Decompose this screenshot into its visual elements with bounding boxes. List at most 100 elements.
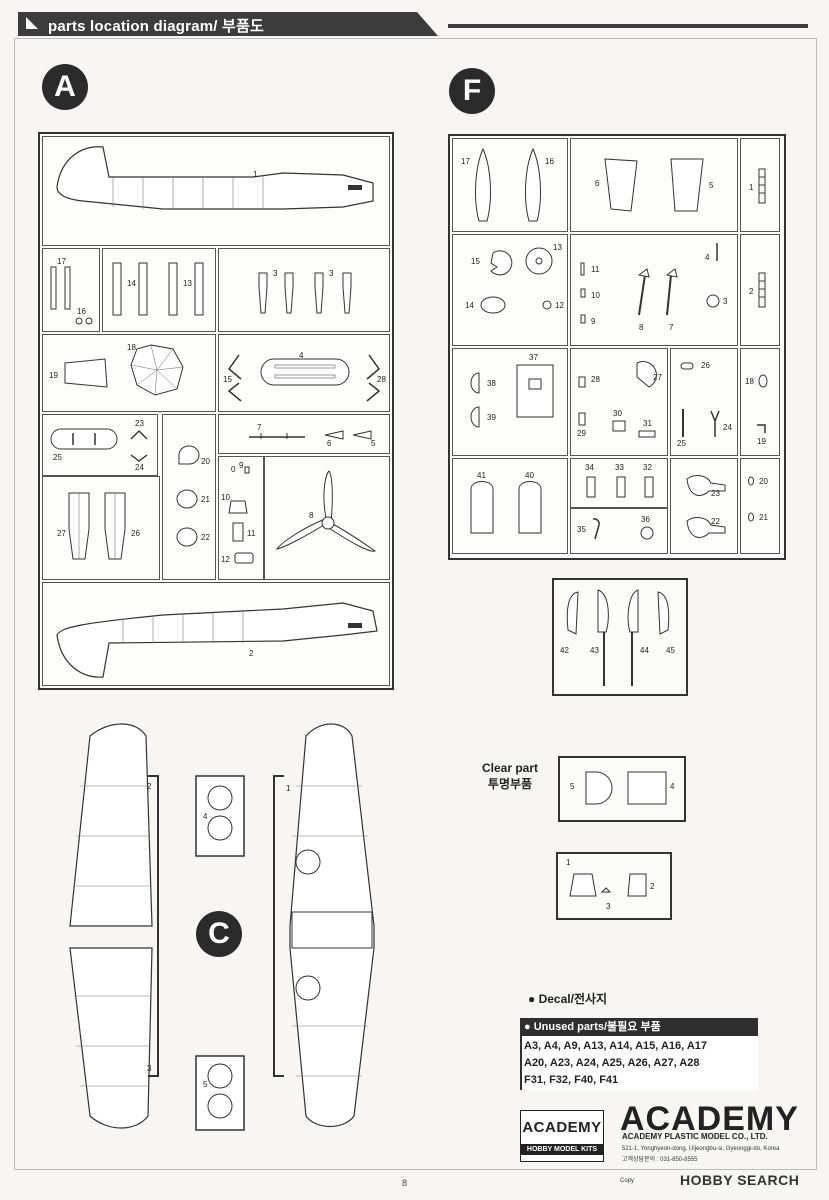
parts-40-41-drawing bbox=[470, 481, 542, 534]
part-label: 5 bbox=[570, 782, 575, 791]
part-label: 20 bbox=[759, 477, 768, 486]
part-label: 12 bbox=[221, 555, 230, 564]
part-label: 40 bbox=[525, 471, 534, 480]
parts-32-34-drawing bbox=[586, 476, 654, 498]
part-label: 8 bbox=[639, 323, 644, 332]
clear-parts-4-5-drawing bbox=[585, 771, 667, 805]
sprue-f-cell-22-23: 23 22 bbox=[670, 458, 738, 554]
part-label: 26 bbox=[131, 529, 140, 538]
fuselage-right-drawing bbox=[56, 146, 374, 210]
part-label: 24 bbox=[135, 463, 144, 472]
part-label: 1 bbox=[566, 858, 571, 867]
parts-22-23-drawing bbox=[686, 475, 726, 538]
part-label: 2 bbox=[147, 782, 152, 791]
part-label: 9 bbox=[591, 317, 596, 326]
part-label: 21 bbox=[201, 495, 210, 504]
part-label: 4 bbox=[299, 351, 304, 360]
part-label: 21 bbox=[759, 513, 768, 522]
parts-4-15-28-drawing bbox=[227, 354, 381, 402]
decal-label: ● Decal/전사지 bbox=[528, 992, 608, 1006]
sprue-a-cell-13-14: 14 13 bbox=[102, 248, 216, 332]
sprue-f-cell-18-19: 18 19 bbox=[740, 348, 780, 456]
part-label: 44 bbox=[640, 646, 649, 655]
part-label: 7 bbox=[669, 323, 674, 332]
part-label: 18 bbox=[127, 343, 136, 352]
part-label: 22 bbox=[711, 517, 720, 526]
sprue-f-cell-32-34: 34 33 32 bbox=[570, 458, 668, 508]
unused-line-3: F31, F32, F40, F41 bbox=[524, 1074, 619, 1086]
part-label: 35 bbox=[577, 525, 586, 534]
sprue-f-small: 42 43 44 45 bbox=[552, 578, 688, 696]
parts-3-11-drawing bbox=[580, 243, 720, 324]
clear-part-label-en: Clear part bbox=[481, 761, 539, 775]
part-label: 3 bbox=[723, 297, 728, 306]
part-label: 19 bbox=[49, 371, 58, 380]
sprue-a-cell-propeller: 8 bbox=[264, 456, 390, 580]
parts-18-19-drawing bbox=[757, 374, 768, 433]
part-label: 34 bbox=[585, 463, 594, 472]
part-label: 6 bbox=[595, 179, 600, 188]
part-label: 5 bbox=[203, 1080, 208, 1089]
part-label: 30 bbox=[613, 409, 622, 418]
parts-5-6-drawing bbox=[604, 158, 704, 212]
parts-42-45-drawing bbox=[566, 589, 670, 686]
sprue-a-cell-fuselage-1: 1 bbox=[42, 136, 390, 246]
parts-26-27-drawing bbox=[68, 492, 126, 560]
clear-sprue-b: 1 2 3 bbox=[556, 852, 672, 920]
parts-9-12-drawing bbox=[228, 466, 254, 564]
part-label: 1 bbox=[286, 784, 291, 793]
part-label: 28 bbox=[377, 375, 386, 384]
part-label: 7 bbox=[257, 423, 262, 432]
sprue-f-cell-24-26: 26 25 24 bbox=[670, 348, 738, 456]
part-label: 25 bbox=[677, 439, 686, 448]
fuselage-left-drawing bbox=[56, 602, 378, 678]
parts-18-19-drawing bbox=[64, 344, 184, 396]
sprue-f-cell-27-31: 28 27 29 30 31 bbox=[570, 348, 668, 456]
sprue-c-badge: C bbox=[196, 911, 242, 957]
part-label: 15 bbox=[471, 257, 480, 266]
part-label: 20 bbox=[201, 457, 210, 466]
parts-20-21-drawing bbox=[748, 476, 754, 522]
sprue-a-cell-fuselage-2: 2 bbox=[42, 582, 390, 686]
part-label: 8 bbox=[309, 511, 314, 520]
part-label: 6 bbox=[327, 439, 332, 448]
part-label: 27 bbox=[653, 373, 662, 382]
part-2-drawing bbox=[758, 272, 766, 308]
part-label: 22 bbox=[201, 533, 210, 542]
part-label: 42 bbox=[560, 646, 569, 655]
part-label: 5 bbox=[371, 439, 376, 448]
page-frame bbox=[14, 38, 817, 1170]
part-label: 10 bbox=[221, 493, 230, 502]
company-name: ACADEMY PLASTIC MODEL CO., LTD. bbox=[622, 1132, 768, 1141]
part-label: 0 bbox=[231, 465, 236, 474]
part-label: 2 bbox=[249, 649, 254, 658]
part-label: 4 bbox=[203, 812, 208, 821]
part-label: 23 bbox=[135, 419, 144, 428]
part-label: 36 bbox=[641, 515, 650, 524]
part-label: 45 bbox=[666, 646, 675, 655]
sprue-a-cell-3: 3 3 bbox=[218, 248, 390, 332]
part-label: 13 bbox=[553, 243, 562, 252]
clear-part-label: Clear part 투명부품 bbox=[470, 760, 550, 792]
part-label: 16 bbox=[77, 307, 86, 316]
part-label: 4 bbox=[670, 782, 675, 791]
sprue-f-cell-1: 1 bbox=[740, 138, 780, 232]
part-label: 2 bbox=[650, 882, 655, 891]
sprue-a-cell-16-17: 17 16 bbox=[42, 248, 100, 332]
part-label: 2 bbox=[749, 287, 754, 296]
clear-part-label-kr: 투명부품 bbox=[487, 777, 533, 791]
part-label: 23 bbox=[711, 489, 720, 498]
part-label: 4 bbox=[705, 253, 710, 262]
part-label: 43 bbox=[590, 646, 599, 655]
academy-wordmark: ACADEMY bbox=[620, 1100, 799, 1138]
parts-37-39-drawing bbox=[470, 364, 554, 428]
sprue-f-cell-2: 2 bbox=[740, 234, 780, 346]
part-label: 41 bbox=[477, 471, 486, 480]
parts-23-24-25-drawing bbox=[50, 428, 148, 462]
sprue-a-cell-5-6-7: 7 6 5 bbox=[218, 414, 390, 454]
part-label: 19 bbox=[757, 437, 766, 446]
part-label: 37 bbox=[529, 353, 538, 362]
header-triangle-icon bbox=[26, 17, 38, 29]
unused-parts-list-bg bbox=[522, 1036, 758, 1090]
part-label: 1 bbox=[749, 183, 754, 192]
